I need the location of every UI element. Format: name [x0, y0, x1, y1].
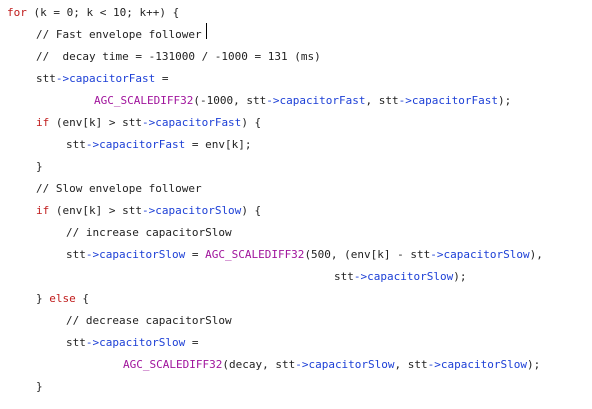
- code-line: if (env[k] > stt->capacitorFast) {: [36, 112, 261, 134]
- code-line: for (k = 0; k < 10; k++) {: [7, 2, 179, 24]
- code-line: if (env[k] > stt->capacitorSlow) {: [36, 200, 261, 222]
- code-token-arrow: ->capacitorFast: [398, 94, 499, 107]
- code-token-kw: for: [7, 6, 27, 19]
- code-line: // decay time = -131000 / -1000 = 131 (m…: [36, 46, 321, 68]
- code-token-plain: stt: [66, 336, 86, 349]
- code-token-plain: }: [36, 160, 43, 173]
- code-token-plain: stt: [36, 72, 56, 85]
- code-token-plain: (k = 0; k < 10; k++) {: [26, 6, 180, 19]
- code-token-kw: if: [36, 116, 50, 129]
- code-line: // Fast envelope follower: [36, 24, 202, 46]
- code-line: }: [36, 156, 43, 178]
- code-token-comment: // Fast envelope follower: [36, 28, 202, 41]
- code-token-arrow: ->capacitorFast: [55, 72, 156, 85]
- code-line: stt->capacitorFast =: [36, 68, 168, 90]
- code-line: stt->capacitorSlow =: [66, 332, 198, 354]
- code-token-plain: (env[k] > stt: [49, 204, 142, 217]
- code-token-kw: if: [36, 204, 50, 217]
- code-line: stt->capacitorFast = env[k];: [66, 134, 251, 156]
- code-token-plain: , stt: [365, 94, 399, 107]
- code-token-plain: ),: [529, 248, 543, 261]
- code-line: stt->capacitorSlow);: [334, 266, 466, 288]
- code-token-comment: // decay time = -131000 / -1000 = 131 (m…: [36, 50, 321, 63]
- code-line: stt->capacitorSlow = AGC_SCALEDIFF32(500…: [66, 244, 543, 266]
- code-line: AGC_SCALEDIFF32(decay, stt->capacitorSlo…: [123, 354, 540, 376]
- code-token-arrow: ->capacitorSlow: [430, 248, 530, 261]
- code-token-plain: stt: [66, 138, 86, 151]
- code-line: } else {: [36, 288, 89, 310]
- code-token-comment: // decrease capacitorSlow: [66, 314, 232, 327]
- code-token-plain: }: [36, 292, 50, 305]
- code-token-plain: = env[k];: [185, 138, 252, 151]
- code-token-plain: }: [36, 380, 43, 393]
- code-token-arrow: ->capacitorFast: [266, 94, 366, 107]
- code-token-plain: {: [75, 292, 89, 305]
- text-cursor: [206, 23, 207, 39]
- code-token-comment: // increase capacitorSlow: [66, 226, 232, 239]
- code-token-fn: AGC_SCALEDIFF32: [205, 248, 305, 261]
- code-token-plain: , stt: [394, 358, 428, 371]
- code-token-plain: =: [185, 336, 199, 349]
- code-token-plain: stt: [334, 270, 354, 283]
- code-line: AGC_SCALEDIFF32(-1000, stt->capacitorFas…: [94, 90, 511, 112]
- code-token-plain: (500, (env[k] - stt: [304, 248, 431, 261]
- code-token-arrow: ->capacitorFast: [141, 116, 242, 129]
- code-token-comment: // Slow envelope follower: [36, 182, 202, 195]
- code-token-plain: =: [185, 248, 206, 261]
- code-line: }: [36, 376, 43, 398]
- code-token-arrow: ->capacitorSlow: [141, 204, 242, 217]
- code-token-arrow: ->capacitorFast: [85, 138, 186, 151]
- code-token-plain: (-1000, stt: [193, 94, 267, 107]
- code-token-arrow: ->capacitorSlow: [295, 358, 395, 371]
- code-token-arrow: ->capacitorSlow: [427, 358, 528, 371]
- code-token-fn: AGC_SCALEDIFF32: [94, 94, 194, 107]
- code-token-plain: ) {: [241, 204, 262, 217]
- code-line: // decrease capacitorSlow: [66, 310, 232, 332]
- code-token-fn: AGC_SCALEDIFF32: [123, 358, 223, 371]
- code-token-arrow: ->capacitorSlow: [85, 336, 186, 349]
- code-token-kw: else: [49, 292, 76, 305]
- code-token-plain: (env[k] > stt: [49, 116, 142, 129]
- code-token-plain: );: [453, 270, 467, 283]
- code-token-plain: stt: [66, 248, 86, 261]
- code-token-arrow: ->capacitorSlow: [353, 270, 454, 283]
- code-token-plain: =: [155, 72, 169, 85]
- code-token-arrow: ->capacitorSlow: [85, 248, 186, 261]
- code-line: // Slow envelope follower: [36, 178, 202, 200]
- code-token-plain: );: [527, 358, 541, 371]
- code-token-plain: ) {: [241, 116, 262, 129]
- code-token-plain: (decay, stt: [222, 358, 296, 371]
- code-line: // increase capacitorSlow: [66, 222, 232, 244]
- code-token-plain: );: [498, 94, 512, 107]
